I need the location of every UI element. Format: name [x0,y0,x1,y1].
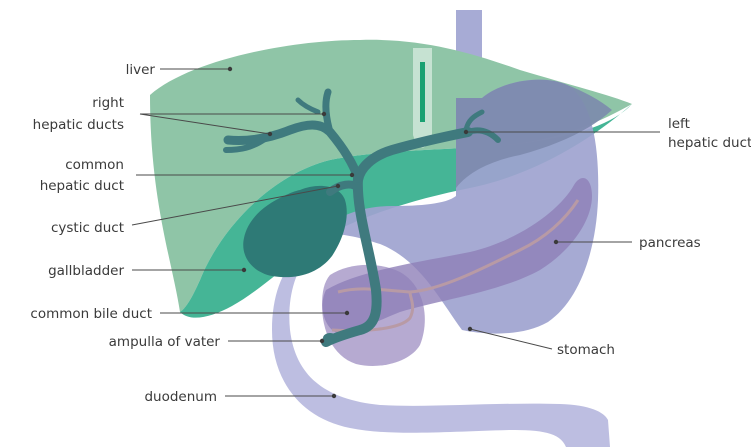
common-bile-duct-dot [345,311,349,315]
label-common-hepatic-line1: common [65,157,124,173]
label-left-hepatic-line2: hepatic duct [668,135,751,151]
gallbladder-dot [242,268,246,272]
cystic-duct-dot [336,184,340,188]
label-right-hepatic-line1: right [92,95,124,111]
liver-dot [228,67,232,71]
right-hepatic-dot-2 [268,132,272,136]
label-ampulla: ampulla of vater [109,334,221,350]
label-liver: liver [126,62,156,78]
common-hepatic-dot [350,173,354,177]
label-cystic-duct: cystic duct [51,220,124,236]
round-ligament [420,62,425,122]
label-gallbladder: gallbladder [48,263,124,279]
duodenum-dot [332,394,336,398]
label-common-hepatic-line2: hepatic duct [40,178,124,194]
ampulla-dot [320,339,324,343]
label-right-hepatic-line2: hepatic ducts [33,117,124,133]
left-hepatic-dot [464,130,468,134]
label-duodenum: duodenum [144,389,217,405]
right-hepatic-branch-upper [326,92,330,132]
label-left-hepatic-line1: left [668,116,690,132]
pancreas-dot [554,240,558,244]
label-pancreas: pancreas [639,235,701,251]
ampulla-shape [323,333,337,343]
label-common-bile-duct: common bile duct [30,306,152,322]
right-hepatic-dot-1 [322,112,326,116]
stomach-dot [468,327,472,331]
label-stomach: stomach [557,342,615,358]
